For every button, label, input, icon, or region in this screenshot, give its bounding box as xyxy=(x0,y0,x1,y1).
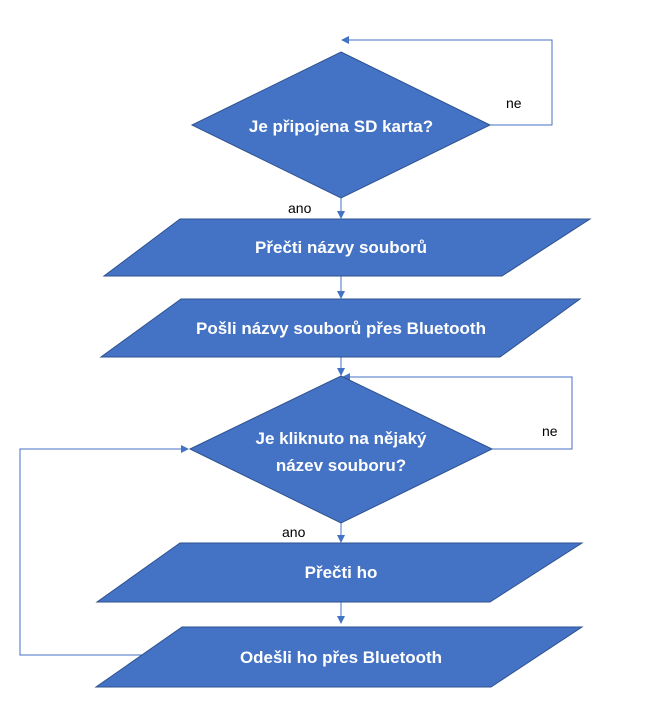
arrowhead-read-sendit xyxy=(337,616,345,624)
process-send-it-text: Odešli ho přes Bluetooth xyxy=(240,648,442,667)
arrowhead-sendit-loop xyxy=(181,445,189,453)
decision-file-clicked-text-line2: název souboru? xyxy=(276,456,406,475)
arrowhead-click-yes xyxy=(337,535,345,543)
process-read-it-text: Přečti ho xyxy=(305,563,378,582)
label-sd-no: ne xyxy=(506,95,522,111)
process-read-it xyxy=(95,542,584,603)
arrowhead-send-click xyxy=(337,368,345,376)
decision-sd-card-text: Je připojena SD karta? xyxy=(249,117,433,136)
decision-sd-card xyxy=(190,51,492,199)
decision-file-clicked-text-line1: Je kliknuto na nějaký xyxy=(255,429,427,448)
label-sd-yes: ano xyxy=(288,200,312,216)
process-read-names-text: Přečti názvy souborů xyxy=(255,238,427,257)
decision-file-clicked xyxy=(188,375,494,524)
connector-click-no-loop xyxy=(349,376,573,450)
arrowhead-sd-no-loop xyxy=(341,36,349,44)
connector-sendit-loop xyxy=(19,448,182,656)
process-send-names xyxy=(99,298,582,358)
arrowhead-sd-yes xyxy=(337,211,345,219)
process-read-names xyxy=(102,218,592,277)
label-click-yes: ano xyxy=(282,524,306,540)
process-send-it xyxy=(94,626,584,688)
connector-sd-no-loop xyxy=(348,39,553,126)
process-send-names-text: Pošli názvy souborů přes Bluetooth xyxy=(196,319,486,338)
label-click-no: ne xyxy=(542,423,558,439)
arrowhead-read-send xyxy=(337,291,345,299)
